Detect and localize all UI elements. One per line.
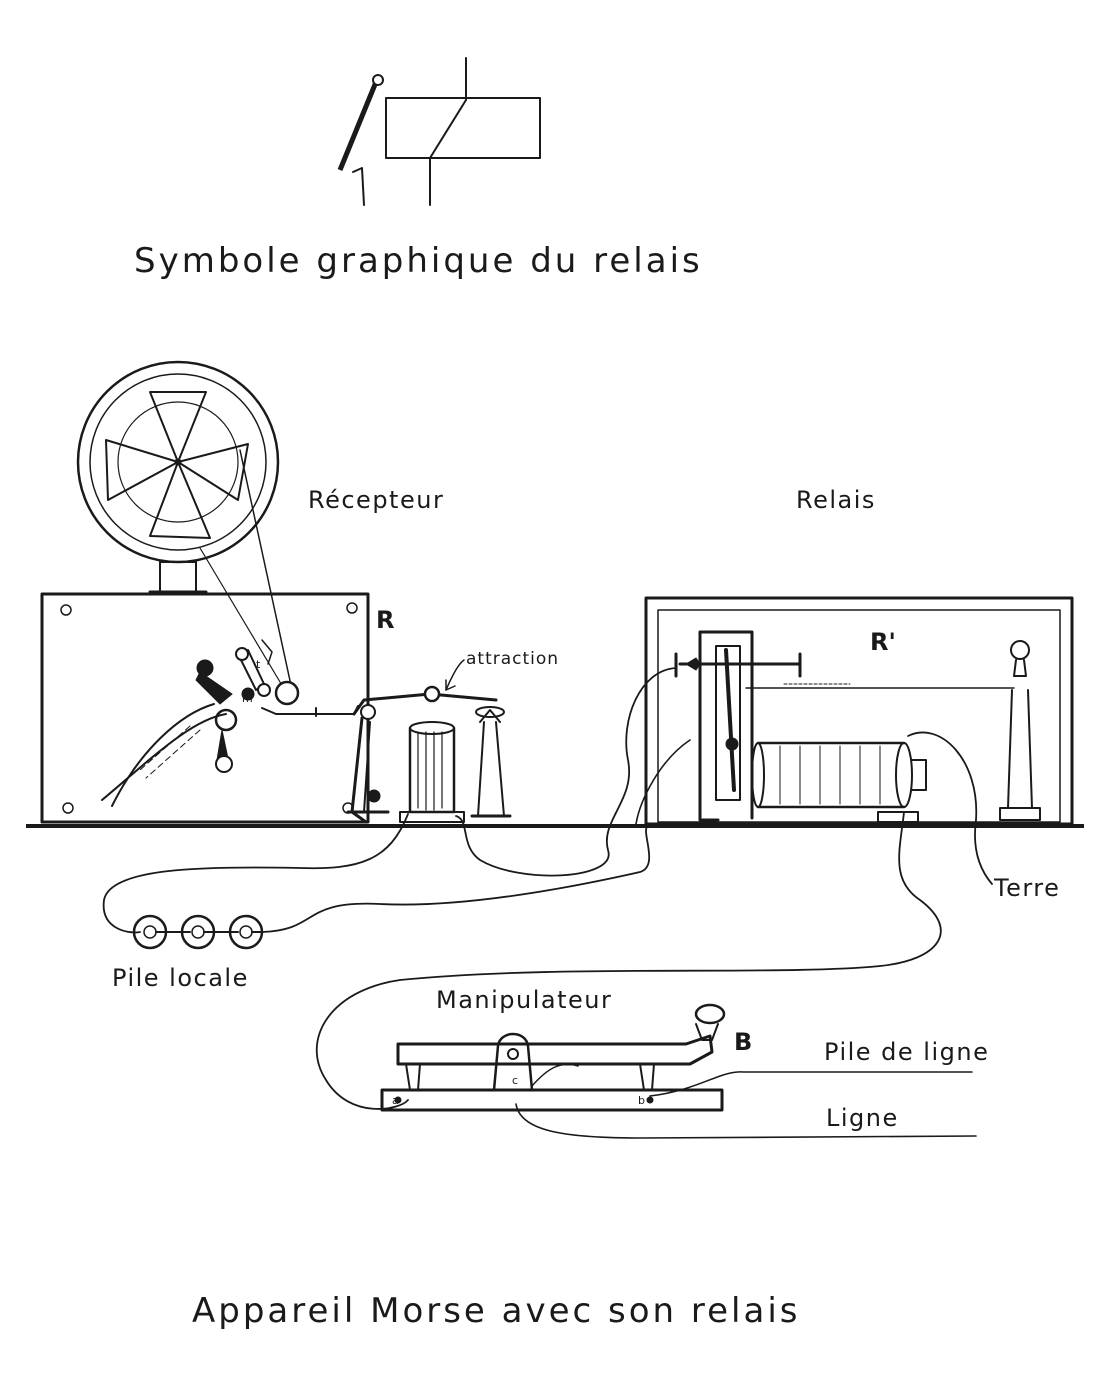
- relay-symbol-contact-blade: [337, 81, 379, 171]
- local-battery-label: Pile locale: [112, 964, 249, 992]
- relay-symbol-coil-lead: [429, 57, 467, 206]
- key-small-b: b: [638, 1094, 645, 1107]
- paper-reel: [76, 360, 280, 594]
- key-lever: [396, 1034, 714, 1066]
- key-knob: [694, 1003, 726, 1025]
- key-pivot: [492, 1032, 534, 1092]
- relay-letter: R': [870, 628, 896, 656]
- receptor: [40, 360, 370, 824]
- relay-symbol-coil-box: [385, 97, 541, 159]
- receptor-electromagnet: [346, 659, 512, 824]
- main-caption: Appareil Morse avec son relais: [192, 1291, 801, 1331]
- line-battery-label: Pile de ligne: [824, 1038, 989, 1066]
- key-base: [380, 1088, 724, 1112]
- receptor-roller: [274, 680, 300, 706]
- local-battery: [132, 914, 264, 950]
- key-small-c: c: [512, 1074, 518, 1087]
- relay-label: Relais: [796, 486, 876, 514]
- receptor-small-m: m: [242, 692, 253, 705]
- relay-symbol-caption: Symbole graphique du relais: [134, 241, 703, 281]
- relay-symbol: [337, 57, 541, 206]
- relay-symbol-contact-fixed: [352, 167, 365, 206]
- earth-label: Terre: [993, 874, 1060, 902]
- key-small-a: a: [392, 1094, 399, 1107]
- relay: [644, 596, 1074, 826]
- key-letter: B: [734, 1028, 752, 1056]
- relay-cabinet-outer: [644, 596, 1074, 826]
- receptor-letter: R: [376, 606, 394, 634]
- key-label: Manipulateur: [436, 986, 612, 1014]
- relay-cabinet-inner: [657, 609, 1061, 823]
- morse-key: [380, 1003, 726, 1112]
- attraction-label: attraction: [466, 649, 559, 669]
- receptor-lever-1: [195, 671, 233, 705]
- wiring: [102, 667, 993, 1139]
- line-label: Ligne: [826, 1104, 899, 1132]
- relay-symbol-pivot: [372, 74, 384, 86]
- receptor-label: Récepteur: [308, 486, 444, 514]
- receptor-small-t: t: [256, 658, 261, 671]
